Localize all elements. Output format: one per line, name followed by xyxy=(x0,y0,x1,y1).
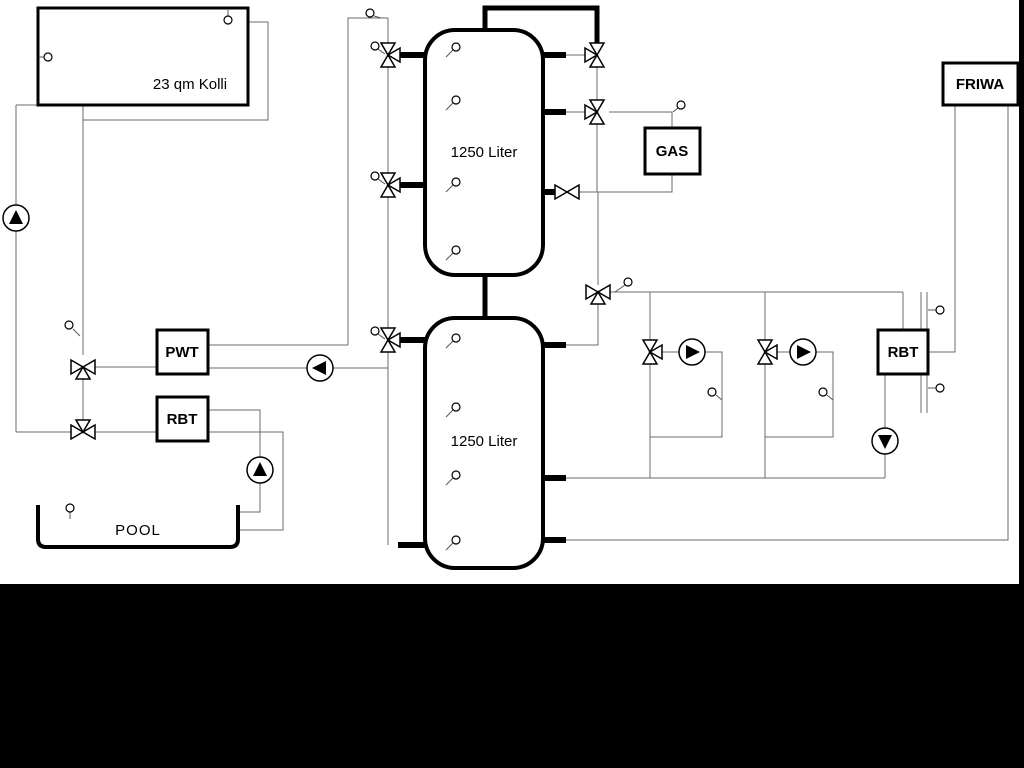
solar-collector: 23 qm Kolli xyxy=(36,6,250,107)
pwt-charge-pump xyxy=(306,354,334,382)
three-way-valve-pool-supply xyxy=(70,419,96,440)
sensor-circuit-2 xyxy=(818,387,834,401)
buffer-tank-upper: 1250 Liter xyxy=(423,28,545,277)
sensor-lower-tank-4 xyxy=(445,535,461,551)
sensor-rbt-right-top xyxy=(928,305,945,315)
pump-left-icon xyxy=(306,354,334,382)
three-way-valve-top-right-1 xyxy=(584,42,605,68)
three-way-valve-top-right-2 xyxy=(584,99,605,125)
pool-pump xyxy=(246,456,274,484)
sensor-collector-top xyxy=(223,10,233,25)
pump-down-icon xyxy=(871,427,899,455)
circuit-2-pump xyxy=(789,338,817,366)
pump-right-icon xyxy=(678,338,706,366)
friwa-station: FRIWA xyxy=(941,61,1020,107)
circuit-1-pump xyxy=(678,338,706,366)
three-way-valve-circuit-2 xyxy=(757,339,778,365)
pump-up-icon xyxy=(2,204,30,232)
three-way-valve-solar-supply xyxy=(70,359,96,380)
rbt-left-label: RBT xyxy=(167,411,198,428)
gas-label: GAS xyxy=(656,143,689,160)
sensor-valve-tank-mid xyxy=(370,171,386,185)
buffer-tank-lower: 1250 Liter xyxy=(423,316,545,570)
sensor-upper-tank-2 xyxy=(445,95,461,111)
sensor-lower-tank-2 xyxy=(445,402,461,418)
pipes-thick xyxy=(482,5,600,320)
three-way-valve-tank-low xyxy=(380,327,401,353)
solar-pump xyxy=(2,204,30,232)
tank-ports xyxy=(398,52,566,548)
rbt-right-label: RBT xyxy=(888,344,919,361)
rbt-right-pump xyxy=(871,427,899,455)
sensor-valve-tank-top xyxy=(370,41,386,55)
solar-collector-label: 23 qm Kolli xyxy=(153,76,227,93)
friwa-label: FRIWA xyxy=(956,76,1004,93)
sensor-upper-tank-4 xyxy=(445,245,461,261)
pipes-thin xyxy=(15,17,1009,545)
valve-body-icon xyxy=(554,184,580,200)
rbt-right: RBT xyxy=(876,328,930,376)
pwt-heat-exchanger: PWT xyxy=(155,328,210,376)
sensor-distribution-valve xyxy=(614,277,633,293)
letterbox-bottom xyxy=(0,584,1024,768)
pump-up-icon xyxy=(246,456,274,484)
sensor-rbt-right-bottom xyxy=(928,383,945,393)
sensor-collector-left xyxy=(39,52,53,62)
three-way-valve-tank-mid xyxy=(380,172,401,198)
pool: POOL xyxy=(36,505,240,549)
sensor-upper-tank-3 xyxy=(445,177,461,193)
sensor-upper-tank-1 xyxy=(445,42,461,58)
valve-gas-return xyxy=(554,184,580,200)
letterbox-right xyxy=(1019,0,1024,584)
buffer-tank-upper-label: 1250 Liter xyxy=(451,144,518,161)
pump-right-icon xyxy=(789,338,817,366)
sensor-lower-tank-3 xyxy=(445,470,461,486)
sensor-circuit-1 xyxy=(707,387,723,401)
sensor-valve-tank-low xyxy=(370,326,386,340)
sensor-solar-valve xyxy=(64,320,81,337)
three-way-valve-circuit-1 xyxy=(642,339,663,365)
three-way-valve-distribution xyxy=(585,284,611,305)
three-way-valve-tank-top xyxy=(380,42,401,68)
rbt-left: RBT xyxy=(155,395,210,443)
sensor-gas-supply xyxy=(672,100,686,113)
gas-boiler: GAS xyxy=(643,126,702,176)
buffer-tank-lower-label: 1250 Liter xyxy=(451,433,518,450)
pool-label: POOL xyxy=(115,522,161,539)
sensor-lower-tank-1 xyxy=(445,333,461,349)
sensor-pool xyxy=(65,503,75,519)
sensor-column-top xyxy=(365,8,382,19)
pwt-label: PWT xyxy=(165,344,198,361)
